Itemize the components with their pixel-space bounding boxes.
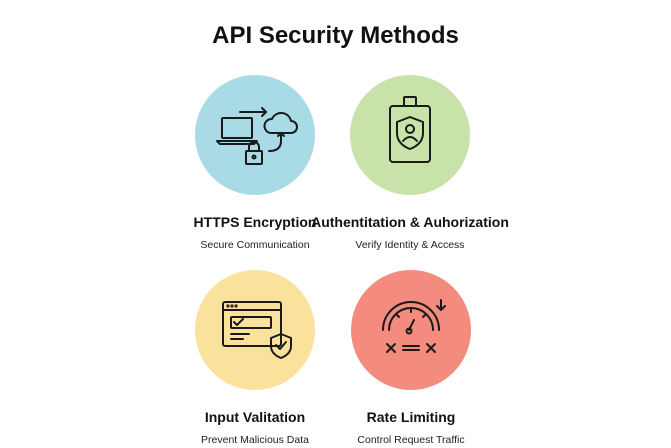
method-label: Input Valitation [204,409,306,425]
method-subtitle: Prevent Malicious Data [201,434,309,446]
rate-circle [351,270,471,390]
method-input-validation: Input Valitation Prevent Malicious Data [135,270,375,446]
laptop-cloud-lock-icon [216,107,298,165]
method-label: HTTPS Encryption [193,214,317,230]
method-subtitle: Secure Communication [200,239,310,251]
method-subtitle: Control Request Traffic [357,434,465,446]
method-label: Rate Limiting [366,409,456,425]
method-subtitle: Verify Identity & Access [355,239,465,251]
https-circle [195,75,315,195]
auth-circle [350,75,470,195]
method-authentication: Authentitation & Auhorization Verify Ide… [290,75,530,251]
input-circle [195,270,315,390]
method-rate-limiting: Rate Limiting Control Request Traffic [291,270,531,446]
method-https-encryption: HTTPS Encryption Secure Communication [135,75,375,251]
id-badge-shield-icon [389,96,431,163]
speedometer-icon [382,299,446,353]
method-label: Authentitation & Auhorization [311,214,509,230]
page-title: API Security Methods [212,22,459,49]
form-check-shield-icon [222,301,292,359]
